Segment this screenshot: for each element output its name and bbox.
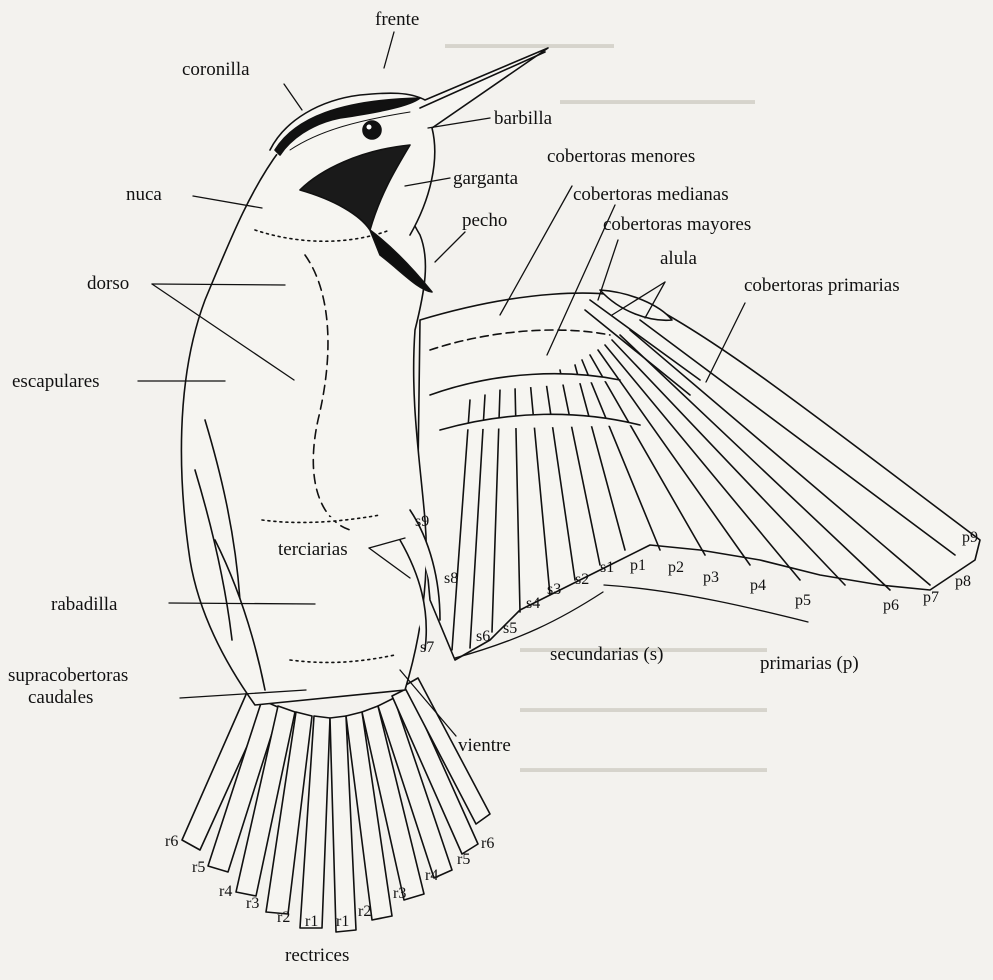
- label-alula: alula: [660, 249, 697, 268]
- label-s9: s9: [415, 514, 429, 530]
- label-r6-left: r6: [165, 834, 178, 850]
- label-terciarias: terciarias: [278, 540, 348, 559]
- label-p2: p2: [668, 560, 684, 576]
- label-s5: s5: [503, 621, 517, 637]
- label-rectrices: rectrices: [285, 946, 349, 965]
- label-barbilla: barbilla: [494, 109, 552, 128]
- label-p4: p4: [750, 578, 766, 594]
- label-vientre: vientre: [458, 736, 511, 755]
- label-primarias: primarias (p): [760, 654, 859, 673]
- label-r4-left: r4: [219, 884, 232, 900]
- label-cobertoras-mayores: cobertoras mayores: [603, 215, 751, 234]
- label-secundarias: secundarias (s): [550, 645, 663, 664]
- label-p9: p9: [962, 530, 978, 546]
- label-r1-right: r1: [336, 914, 349, 930]
- label-r6-right: r6: [481, 836, 494, 852]
- label-coronilla: coronilla: [182, 60, 250, 79]
- label-supracobertoras: supracobertoras: [8, 666, 128, 685]
- label-r3-right: r3: [393, 886, 406, 902]
- label-s1: s1: [600, 560, 614, 576]
- label-escapulares: escapulares: [12, 372, 100, 391]
- label-caudales: caudales: [28, 688, 93, 707]
- label-cobertoras-medianas: cobertoras medianas: [573, 185, 729, 204]
- label-frente: frente: [375, 10, 419, 29]
- label-pecho: pecho: [462, 211, 507, 230]
- label-p7: p7: [923, 590, 939, 606]
- label-p6: p6: [883, 598, 899, 614]
- label-r2-left: r2: [277, 910, 290, 926]
- label-rabadilla: rabadilla: [51, 595, 117, 614]
- label-garganta: garganta: [453, 169, 518, 188]
- label-cobertoras-menores: cobertoras menores: [547, 147, 695, 166]
- label-s4: s4: [526, 596, 540, 612]
- label-r2-right: r2: [358, 904, 371, 920]
- label-r1-left: r1: [305, 914, 318, 930]
- label-r5-left: r5: [192, 860, 205, 876]
- label-p8: p8: [955, 574, 971, 590]
- label-s2: s2: [575, 572, 589, 588]
- label-s8: s8: [444, 571, 458, 587]
- label-r3-left: r3: [246, 896, 259, 912]
- label-s6: s6: [476, 629, 490, 645]
- label-r4-right: r4: [425, 868, 438, 884]
- label-nuca: nuca: [126, 185, 162, 204]
- label-p3: p3: [703, 570, 719, 586]
- bird-body: [181, 150, 440, 705]
- label-p5: p5: [795, 593, 811, 609]
- label-r5-right: r5: [457, 852, 470, 868]
- label-dorso: dorso: [87, 274, 129, 293]
- label-s3: s3: [547, 582, 561, 598]
- label-s7: s7: [420, 640, 434, 656]
- label-p1: p1: [630, 558, 646, 574]
- label-cobertoras-primarias: cobertoras primarias: [744, 276, 900, 295]
